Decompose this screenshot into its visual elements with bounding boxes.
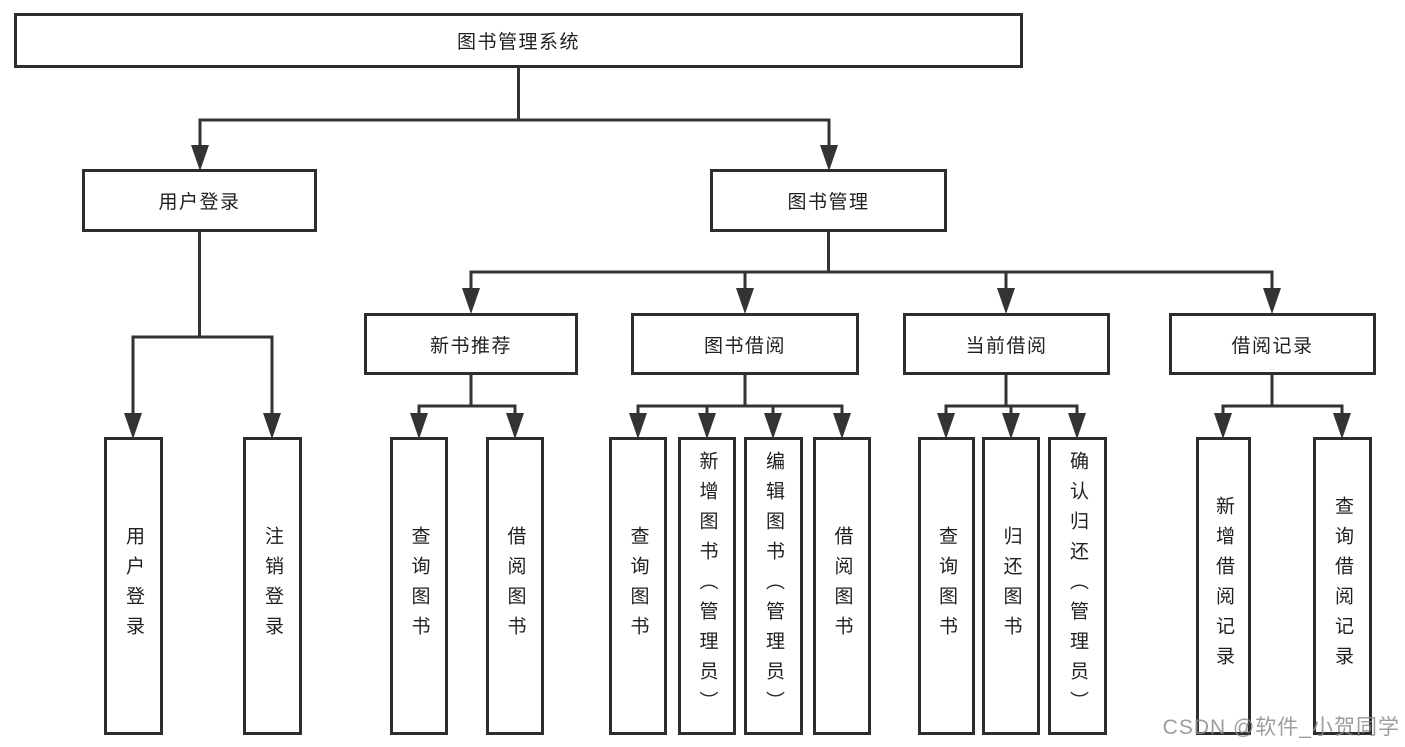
- arrowhead: [410, 413, 428, 439]
- leaf-edit-book-admin-label: 编辑图书（管理员）: [763, 451, 784, 721]
- arrowhead: [997, 288, 1015, 314]
- node-current-borrowing-label: 当前借阅: [965, 335, 1048, 357]
- arrowhead: [764, 413, 782, 439]
- leaf-return-books-label: 归还图书: [1000, 526, 1022, 646]
- leaf-confirm-return-admin: 确认归还（管理员）: [1048, 437, 1107, 735]
- leaf-query-books-borrowing: 查询图书: [609, 437, 667, 735]
- leaf-query-books-recommend: 查询图书: [390, 437, 448, 735]
- arrowhead: [629, 413, 647, 439]
- node-root-label: 图书管理系统: [456, 32, 580, 53]
- leaf-add-borrow-record: 新增借阅记录: [1196, 437, 1251, 735]
- arrowhead: [1214, 413, 1232, 439]
- connector-records-split: [1221, 375, 1344, 415]
- leaf-user-login: 用户登录: [104, 437, 163, 735]
- leaf-confirm-return-admin-label: 确认归还（管理员）: [1067, 451, 1088, 721]
- arrowhead: [698, 413, 716, 439]
- leaf-query-books-current: 查询图书: [918, 437, 975, 735]
- leaf-borrow-books-borrowing-label: 借阅图书: [831, 526, 853, 646]
- leaf-query-books-current-label: 查询图书: [936, 526, 957, 646]
- leaf-borrow-books-recommend-label: 借阅图书: [504, 526, 526, 646]
- leaf-edit-book-admin: 编辑图书（管理员）: [744, 437, 803, 735]
- arrowhead: [820, 145, 838, 171]
- leaf-add-borrow-record-label: 新增借阅记录: [1213, 496, 1234, 676]
- arrowhead: [833, 413, 851, 439]
- connector-new-book-split: [417, 375, 517, 415]
- arrowhead: [124, 413, 142, 439]
- leaf-logout-label: 注销登录: [262, 526, 283, 646]
- connector-current-split: [944, 375, 1079, 415]
- watermark-text: CSDN @软件_小贺同学: [1162, 716, 1400, 739]
- leaf-query-books-borrowing-label: 查询图书: [627, 526, 649, 646]
- leaf-borrow-books-borrowing: 借阅图书: [813, 437, 871, 735]
- node-borrowing-records: 借阅记录: [1169, 313, 1376, 375]
- leaf-borrow-books-recommend: 借阅图书: [486, 437, 544, 735]
- leaf-add-book-admin: 新增图书（管理员）: [678, 437, 736, 735]
- leaf-return-books: 归还图书: [982, 437, 1040, 735]
- connector-book-mgmt-split: [469, 232, 1274, 290]
- leaf-query-borrow-record-label: 查询借阅记录: [1332, 496, 1353, 676]
- leaf-query-borrow-record: 查询借阅记录: [1313, 437, 1372, 735]
- node-root: 图书管理系统: [14, 13, 1023, 68]
- arrowhead: [1333, 413, 1351, 439]
- arrowhead: [1002, 413, 1020, 439]
- node-user-login-label: 用户登录: [158, 192, 241, 213]
- leaf-logout: 注销登录: [243, 437, 302, 735]
- node-book-management-label: 图书管理: [787, 192, 870, 213]
- arrowhead: [263, 413, 281, 439]
- arrowhead: [191, 145, 209, 171]
- arrowhead: [937, 413, 955, 439]
- leaf-user-login-label: 用户登录: [123, 526, 144, 646]
- arrowhead: [736, 288, 754, 314]
- node-book-borrowing: 图书借阅: [631, 313, 859, 375]
- connector-root-split: [198, 68, 831, 147]
- arrowhead: [462, 288, 480, 314]
- node-borrowing-records-label: 借阅记录: [1231, 335, 1314, 357]
- leaf-query-books-recommend-label: 查询图书: [408, 526, 430, 646]
- node-new-book-recommend: 新书推荐: [364, 313, 578, 375]
- node-current-borrowing: 当前借阅: [903, 313, 1110, 375]
- arrowhead: [1068, 413, 1086, 439]
- node-new-book-recommend-label: 新书推荐: [429, 335, 512, 357]
- node-user-login: 用户登录: [82, 169, 317, 232]
- connector-borrowing-split: [636, 375, 844, 415]
- connector-user-login-split: [131, 232, 274, 415]
- node-book-management: 图书管理: [710, 169, 947, 232]
- arrowhead: [506, 413, 524, 439]
- arrowhead: [1263, 288, 1281, 314]
- node-book-borrowing-label: 图书借阅: [703, 335, 786, 357]
- leaf-add-book-admin-label: 新增图书（管理员）: [696, 451, 718, 721]
- arrowheads: [124, 145, 1351, 439]
